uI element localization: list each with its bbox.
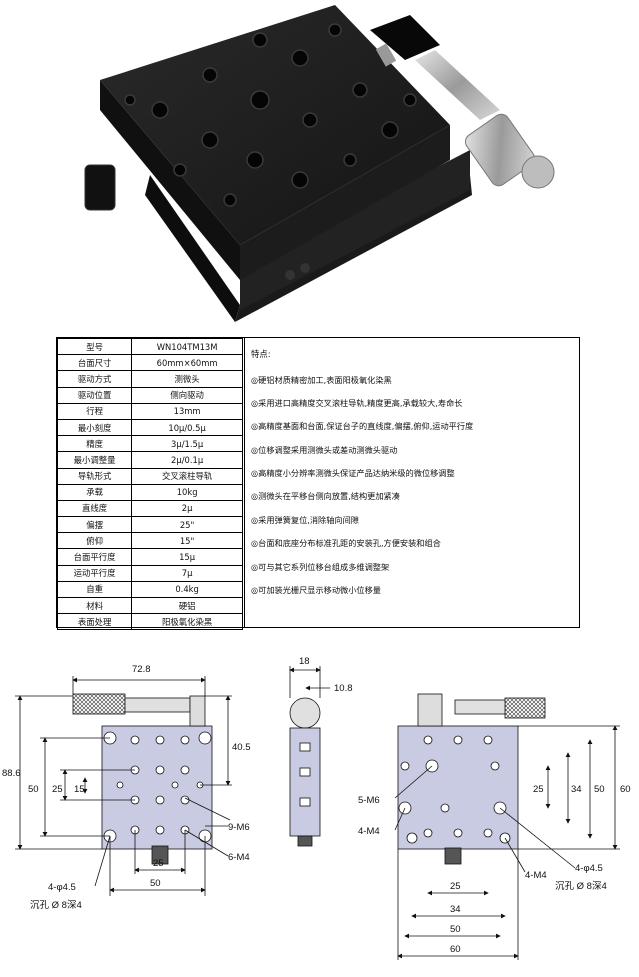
dim-18: 18 — [299, 656, 310, 667]
spec-value: 10μ/0.5μ — [131, 418, 243, 437]
dim-72-8: 72.8 — [132, 664, 151, 675]
spec-value: 13mm — [131, 402, 243, 420]
label-5-m6: 5-M6 — [358, 795, 380, 806]
spec-value: 2μ — [131, 499, 243, 518]
spec-value: 交叉滚柱导轨 — [131, 467, 243, 485]
features-panel: 特点: ◎硬铝材质精密加工,表面阳极氧化染黑 ◎采用进口高精度交叉滚柱导轨,精度… — [244, 338, 579, 627]
spec-key: 自重 — [56, 580, 133, 599]
spec-key: 表面处理 — [56, 613, 133, 631]
dim-60: 60 — [620, 784, 631, 795]
spec-key: 台面平行度 — [56, 548, 133, 566]
dim-15: 15 — [74, 784, 85, 795]
spec-key: 精度 — [56, 435, 133, 453]
dim-bottom-60: 60 — [450, 944, 461, 955]
spec-key: 承载 — [56, 483, 133, 501]
label-4-phi: 4-φ4.5 — [48, 882, 76, 893]
feature-item: ◎硬铝材质精密加工,表面阳极氧化染黑 — [251, 375, 392, 385]
spec-value: 阳极氧化染黑 — [131, 613, 243, 631]
spec-row: 导轨形式交叉滚柱导轨 — [56, 467, 243, 485]
feature-item: ◎位移调整采用测微头或差动测微头驱动 — [251, 445, 398, 455]
technical-drawing: 72.8 88.6 50 25 15 40.5 9-M6 6-M4 25 50 … — [2, 656, 631, 960]
label-4-m4-left: 4-M4 — [358, 826, 380, 837]
spec-key: 导轨形式 — [56, 467, 133, 485]
dim-40-5: 40.5 — [232, 742, 251, 753]
label-counterbore: 沉孔 Ø 8深4 — [30, 900, 82, 911]
feature-item: ◎台面和底座分布标准孔距的安装孔,方便安装和组合 — [251, 538, 441, 548]
label-4-m4-right: 4-M4 — [525, 870, 547, 881]
spec-value: 60mm×60mm — [131, 354, 243, 372]
spec-value: 0.4kg — [131, 580, 243, 599]
dim-10-8: 10.8 — [334, 683, 353, 694]
spec-value: WN104TM13M — [131, 337, 243, 356]
spec-value: 15" — [131, 532, 243, 550]
spec-value: 7μ — [131, 564, 243, 582]
spec-row: 材料硬铝 — [56, 596, 243, 615]
spec-key: 运动平行度 — [56, 564, 133, 582]
feature-item: ◎可加装光栅尺显示移动微小位移量 — [251, 585, 381, 595]
spec-row: 表面处理阳极氧化染黑 — [56, 613, 243, 631]
spec-row: 驱动方式测微头 — [56, 370, 243, 388]
feature-item: ◎测微头在平移台侧向放置,结构更加紧凑 — [251, 491, 400, 501]
feature-item: ◎高精度基面和台面,保证台子的直线度,偏摆,俯仰,运动平行度 — [251, 421, 474, 431]
feature-item: ◎高精度小分辨率测微头保证产品达纳米级的微位移调整 — [251, 468, 455, 478]
spec-value: 测微头 — [131, 370, 243, 388]
features-title: 特点: — [251, 349, 271, 359]
dim-bottom-25-right: 25 — [450, 881, 461, 892]
label-9-m6: 9-M6 — [228, 822, 250, 833]
spec-value: 15μ — [131, 548, 243, 566]
dim-bottom-34: 34 — [450, 904, 461, 915]
feature-item: ◎采用弹簧复位,消除轴向间隙 — [251, 515, 359, 525]
dim-50: 50 — [28, 784, 39, 795]
spec-value: 2μ/0.1μ — [131, 451, 243, 469]
spec-value: 3μ/1.5μ — [131, 435, 243, 453]
label-4-phi-right: 4-φ4.5 — [575, 863, 603, 874]
spec-key: 驱动方式 — [56, 370, 133, 388]
spec-key: 最小刻度 — [56, 418, 133, 437]
dim-50-right: 50 — [594, 784, 605, 795]
feature-item: ◎采用进口高精度交叉滚柱导轨,精度更高,承载较大,寿命长 — [251, 398, 463, 408]
spec-value: 硬铝 — [131, 596, 243, 615]
spec-key: 直线度 — [56, 499, 133, 518]
dim-25-right: 25 — [533, 784, 544, 795]
feature-item: ◎可与其它系列位移台组成多维调整架 — [251, 562, 390, 572]
dim-25: 25 — [52, 784, 63, 795]
dim-bottom-50-right: 50 — [450, 924, 461, 935]
label-counterbore-right: 沉孔 Ø 8深4 — [555, 881, 607, 892]
dim-34: 34 — [571, 784, 582, 795]
product-photo — [84, 5, 555, 322]
spec-key: 驱动位置 — [56, 386, 133, 404]
spec-key: 型号 — [56, 337, 133, 356]
spec-value: 侧向驱动 — [131, 386, 243, 404]
spec-key: 最小调整量 — [56, 451, 133, 469]
spec-key: 材料 — [56, 596, 133, 615]
spec-row: 驱动位置侧向驱动 — [56, 386, 243, 404]
spec-key: 偏摆 — [56, 516, 133, 534]
spec-key: 俯仰 — [56, 532, 133, 550]
dim-bottom-25: 25 — [153, 858, 164, 869]
dim-bottom-50: 50 — [150, 878, 161, 889]
dim-88-6: 88.6 — [2, 768, 21, 779]
spec-value: 25" — [131, 516, 243, 534]
spec-key: 行程 — [56, 402, 133, 420]
label-6-m4: 6-M4 — [228, 852, 250, 863]
spec-value: 10kg — [131, 483, 243, 501]
spec-key: 台面尺寸 — [56, 354, 133, 372]
